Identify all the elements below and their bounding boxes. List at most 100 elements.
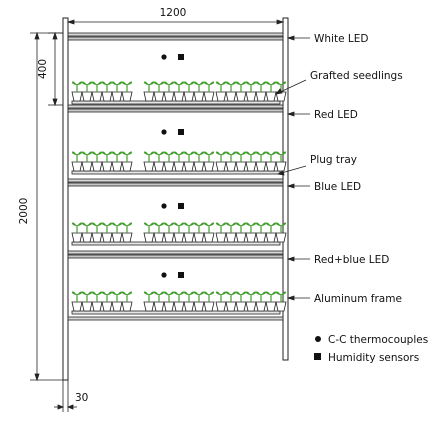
tray-cell (215, 91, 227, 102)
thermocouple-marker (161, 129, 167, 135)
tray-cell (215, 161, 227, 172)
shelf-spacing-label: 400 (37, 59, 49, 79)
plug-tray (71, 291, 287, 315)
seedling (164, 291, 174, 302)
tray-cell (111, 91, 123, 102)
seedling (174, 222, 184, 233)
tray-cell (225, 91, 237, 102)
tray-cell (245, 91, 257, 102)
seedling (154, 222, 164, 233)
seedling (164, 222, 174, 233)
tray-cell (153, 161, 165, 172)
seedling (82, 151, 92, 162)
shelf-spacing-dimension (48, 31, 63, 107)
height-dimension-label: 2000 (18, 198, 30, 225)
callout-white-led (286, 35, 310, 41)
seedling (216, 81, 226, 92)
tray-cell (163, 161, 175, 172)
seedling (154, 81, 164, 92)
label-grafted-seedlings: Grafted seedlings (310, 70, 403, 82)
seedling (174, 81, 184, 92)
tray-cell (101, 161, 113, 172)
humidity-sensor-marker (178, 272, 184, 278)
seedling (184, 291, 194, 302)
seedling (226, 151, 236, 162)
plug-tray (71, 151, 287, 175)
tray-cell (225, 301, 237, 312)
seedling (256, 81, 266, 92)
seedling (164, 151, 174, 162)
width-dimension (66, 19, 285, 25)
tray-cell (235, 91, 247, 102)
tray-cell (245, 301, 257, 312)
aluminum-frame (62, 17, 289, 381)
seedling (216, 222, 226, 233)
tray-cell (235, 232, 247, 243)
seedling (154, 291, 164, 302)
tray-cell (193, 232, 205, 243)
post-width-dimension (54, 380, 77, 412)
tray-cell (225, 232, 237, 243)
tray-cell (101, 91, 113, 102)
seedling (194, 222, 204, 233)
tray-cell (235, 161, 247, 172)
label-red-led: Red LED (314, 109, 358, 121)
callout-red-led (286, 111, 310, 117)
led-bar-red (67, 104, 284, 113)
seedling (266, 151, 276, 162)
label-aluminum-frame: Aluminum frame (314, 293, 402, 305)
tray-cell (275, 161, 287, 172)
tray-cell (71, 91, 83, 102)
left-post (62, 17, 69, 381)
tray-cell (91, 91, 103, 102)
seedling (174, 151, 184, 162)
legend-thermocouple-icon (315, 336, 321, 342)
seedling (72, 81, 82, 92)
tray-cell (81, 301, 93, 312)
label-blue-led: Blue LED (314, 181, 361, 193)
seedling (216, 151, 226, 162)
seedling (112, 81, 122, 92)
seedling (82, 291, 92, 302)
humidity-sensor-marker (178, 203, 184, 209)
seedling (72, 291, 82, 302)
tray-cell (111, 161, 123, 172)
tray-cell (255, 91, 267, 102)
tray-cell (153, 301, 165, 312)
legend-humidity-label: Humidity sensors (328, 352, 419, 364)
seedling (144, 151, 154, 162)
seedling (184, 222, 194, 233)
tray-cell (265, 301, 277, 312)
tray-cell (275, 301, 287, 312)
callout-red-blue-led (286, 256, 310, 262)
tray-cell (225, 161, 237, 172)
callout-leaders (275, 35, 310, 301)
tray-cell (153, 232, 165, 243)
seedling (72, 151, 82, 162)
humidity-sensor-marker (178, 54, 184, 60)
height-dimension (30, 31, 63, 382)
tray-cell (91, 301, 103, 312)
seedling (112, 151, 122, 162)
tray-cell (255, 232, 267, 243)
tray-cell (143, 232, 155, 243)
seedling (226, 81, 236, 92)
seedling (144, 81, 154, 92)
tray-cell (121, 91, 133, 102)
seedling (266, 81, 276, 92)
seedling (92, 222, 102, 233)
tray-cell (265, 91, 277, 102)
seedling (204, 222, 214, 233)
tray-cell (275, 232, 287, 243)
callout-aluminum-frame (286, 295, 310, 301)
legend-thermocouple-label: C-C thermocouples (328, 334, 428, 346)
tray-cell (163, 232, 175, 243)
seedling (246, 151, 256, 162)
seedling (194, 291, 204, 302)
seedling (154, 151, 164, 162)
tray-cell (193, 301, 205, 312)
seedling (194, 151, 204, 162)
seedling (216, 291, 226, 302)
seedling (236, 222, 246, 233)
